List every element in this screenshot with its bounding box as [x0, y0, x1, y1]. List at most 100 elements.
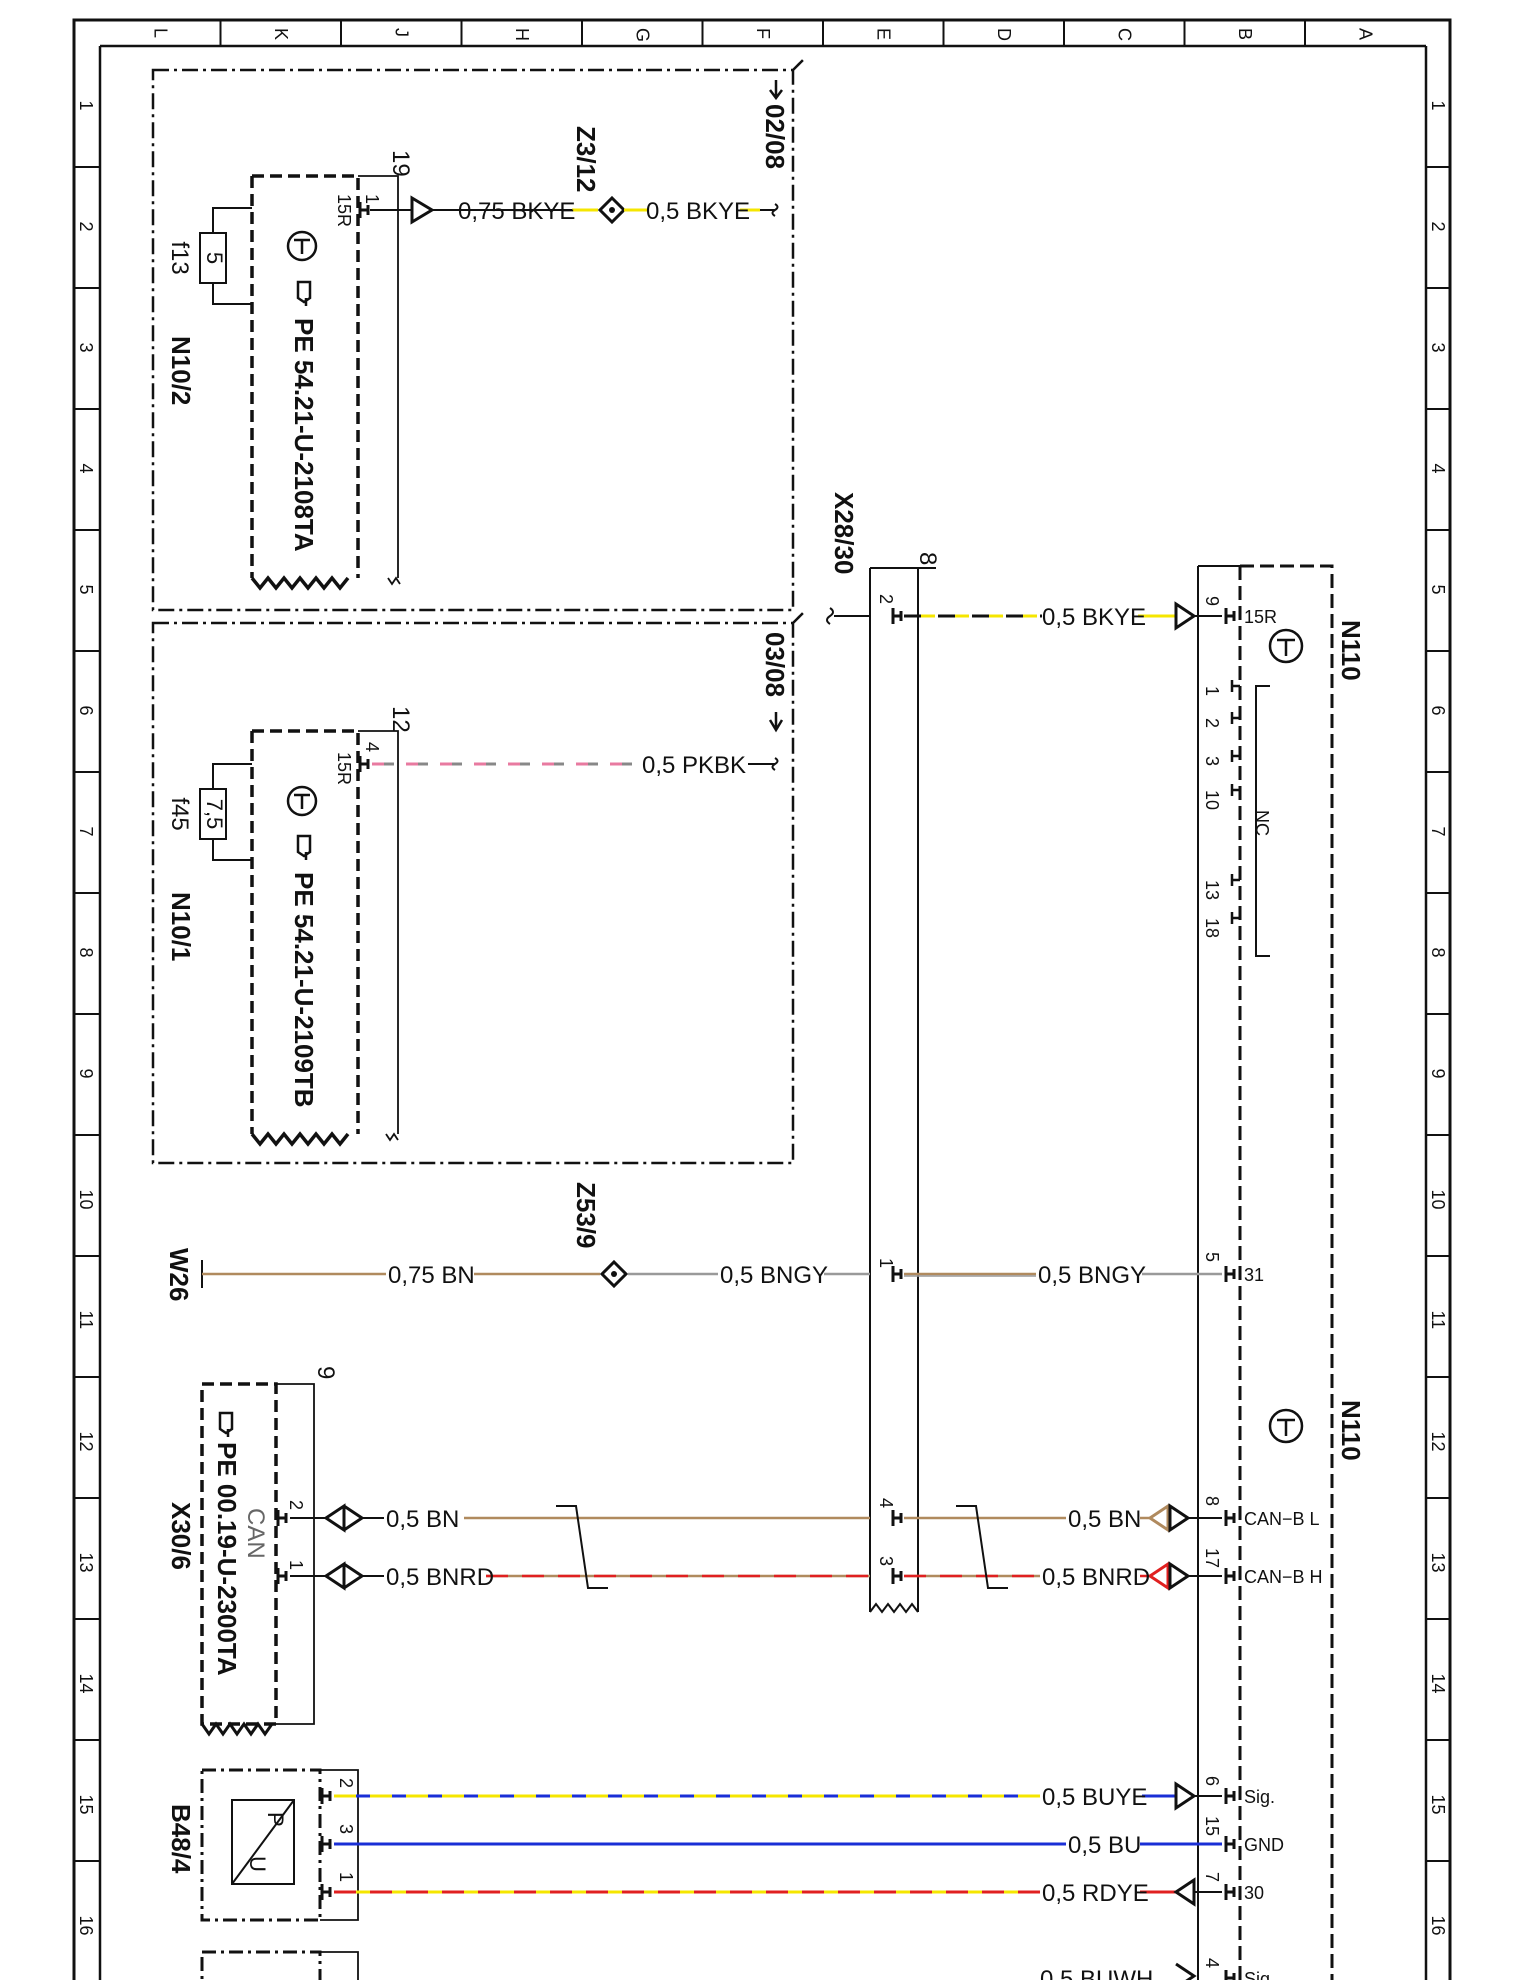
component-label: X28/30 [829, 492, 859, 574]
wire-label: 0,5 BN [386, 1506, 459, 1533]
wire-label: 0,5 BU [1068, 1832, 1141, 1859]
n110-pin-name: GND [1244, 1835, 1284, 1855]
wire-label: 0,5 BKYE [1042, 604, 1146, 631]
pin-number: 1 [876, 1258, 896, 1268]
n110-pin-number: 5 [1202, 1252, 1222, 1262]
n110-pin-number: 2 [1202, 718, 1222, 728]
wire-rdye: 0,5 RDYE [334, 1877, 1236, 1907]
n10-2-module: 5 f13 PE 54.21-U-2108TA N10/2 19 1 15R [151, 59, 804, 612]
n110-pin-name: CAN−B L [1244, 1509, 1320, 1529]
x30-6-connector: PE 00.19-U-2300TA CAN X30/6 9 2 1 [166, 1366, 339, 1737]
wire-label: 0,5 BKYE [646, 198, 750, 225]
n110-pin-number: 6 [1202, 1776, 1222, 1786]
wire-label: 0,75 BN [388, 1262, 475, 1289]
wire-label: 0,5 BNRD [1042, 1564, 1150, 1591]
pin-name: 15R [334, 194, 354, 227]
grid-column-label: D [994, 28, 1014, 41]
grid-row-label: 1 [1428, 101, 1448, 111]
wire-label: 0,5 RDYE [1042, 1880, 1149, 1907]
grid-row-label: 2 [1428, 222, 1448, 232]
wire-label: 0,5 BNRD [386, 1564, 494, 1591]
wire-label: 0,5 BNGY [1038, 1262, 1146, 1289]
component-label: X30/6 [166, 1502, 196, 1570]
pin-name: 15R [334, 752, 354, 785]
pin-number: 2 [286, 1500, 306, 1510]
n110-module: N110 N110 NC [1197, 564, 1366, 1980]
n110-pin-name: 30 [1244, 1883, 1264, 1903]
wire-label: 0,5 BN [1068, 1506, 1141, 1533]
grid-row-label: 4 [76, 464, 96, 474]
pe-reference: PE 00.19-U-2300TA [212, 1442, 242, 1676]
component-label: N110 [1336, 620, 1366, 681]
fuse-value: 7,5 [202, 799, 227, 830]
grid-column-label: L [150, 28, 170, 38]
component-label: N110 [1336, 1400, 1366, 1461]
grid-row-label: 2 [76, 222, 96, 232]
n110-pin-number: 9 [1202, 596, 1222, 606]
x28-30-connector: X28/30 8 2 1 4 3 [829, 492, 941, 1614]
ref-02-08: 02/08 [760, 104, 790, 169]
wire-bkye-n110: 0,5 BKYE [826, 601, 1236, 631]
pin-number: 1 [362, 194, 382, 204]
pin-number: 2 [876, 594, 896, 604]
wire-can-h: 0,5 BNRD 0,5 BNRD [290, 1561, 1236, 1591]
transistor-icon [286, 230, 318, 262]
pin-count: 8 [914, 552, 941, 565]
z53-9-label: Z53/9 [571, 1182, 601, 1249]
grid-column-label: B [1235, 28, 1255, 40]
pin-tick [1230, 680, 1240, 692]
sensor-u: U [245, 1856, 270, 1872]
fuse-value: 5 [202, 252, 227, 264]
wire-buye: 0,5 BUYE [334, 1781, 1236, 1811]
wire-can-l: 0,5 BN 0,5 BN [290, 1503, 1236, 1533]
grid-row-label: 14 [76, 1674, 96, 1694]
twisted-pair-marker [956, 1505, 1008, 1589]
can-label: CAN [242, 1508, 269, 1559]
grid-row-label: 13 [1428, 1553, 1448, 1573]
grid-row-label: 16 [76, 1916, 96, 1936]
b48-4-sensor: P U B48/4 2 3 1 [166, 1768, 359, 1922]
next-module-box [200, 1950, 322, 1980]
n110-pin-name: 15R [1244, 607, 1277, 627]
drawing-frame [72, 18, 1452, 1980]
n110-pin-number: 15 [1202, 1816, 1222, 1836]
grid-row-label: 4 [1428, 464, 1448, 474]
pin-number: 1 [336, 1872, 356, 1882]
wire-label: 0,5 BUWH [1040, 1966, 1153, 1980]
wire-pkbk: 0,5 PKBK [372, 752, 779, 779]
pin-number: 2 [336, 1778, 356, 1788]
grid-column-label: H [512, 28, 532, 41]
w26-label: W26 [164, 1248, 194, 1301]
pin-tick [1230, 912, 1240, 924]
pe-reference: PE 54.21-U-2109TB [289, 872, 319, 1108]
grid-row-label: 6 [1428, 706, 1448, 716]
grid-row-label: 3 [76, 343, 96, 353]
pin-tick [1230, 750, 1240, 762]
grid-column-label: K [271, 28, 291, 40]
component-label: N10/2 [166, 336, 196, 405]
grid-row-label: 5 [1428, 585, 1448, 595]
grid-column-label: F [753, 28, 773, 39]
component-label: N10/1 [166, 892, 196, 961]
pin-count: 12 [387, 706, 414, 733]
n110-pin-number: 1 [1202, 686, 1222, 696]
grid-row-label: 10 [76, 1190, 96, 1210]
wire-label: 0,5 PKBK [642, 752, 746, 779]
wire-label: 0,75 BKYE [458, 198, 575, 225]
z3-12-label: Z3/12 [571, 126, 601, 193]
pin-tick [1230, 712, 1240, 724]
pin-number: 4 [876, 1498, 896, 1508]
grid-column-label: A [1355, 28, 1375, 40]
wire-bn-ground: 0,75 BN 0,5 BNGY 0,5 BNGY [201, 1259, 1236, 1289]
fuse-label: f13 [166, 241, 193, 274]
wire-label: 0,5 BNGY [720, 1262, 828, 1289]
grid-row-label: 12 [76, 1432, 96, 1452]
n110-pin-number: 17 [1202, 1548, 1222, 1568]
grid-row-label: 15 [76, 1795, 96, 1815]
hand-pointer-icon [296, 834, 312, 860]
pin-tick [1230, 874, 1240, 886]
n110-pin-number: 7 [1202, 1872, 1222, 1882]
pin-count: 19 [387, 150, 414, 177]
